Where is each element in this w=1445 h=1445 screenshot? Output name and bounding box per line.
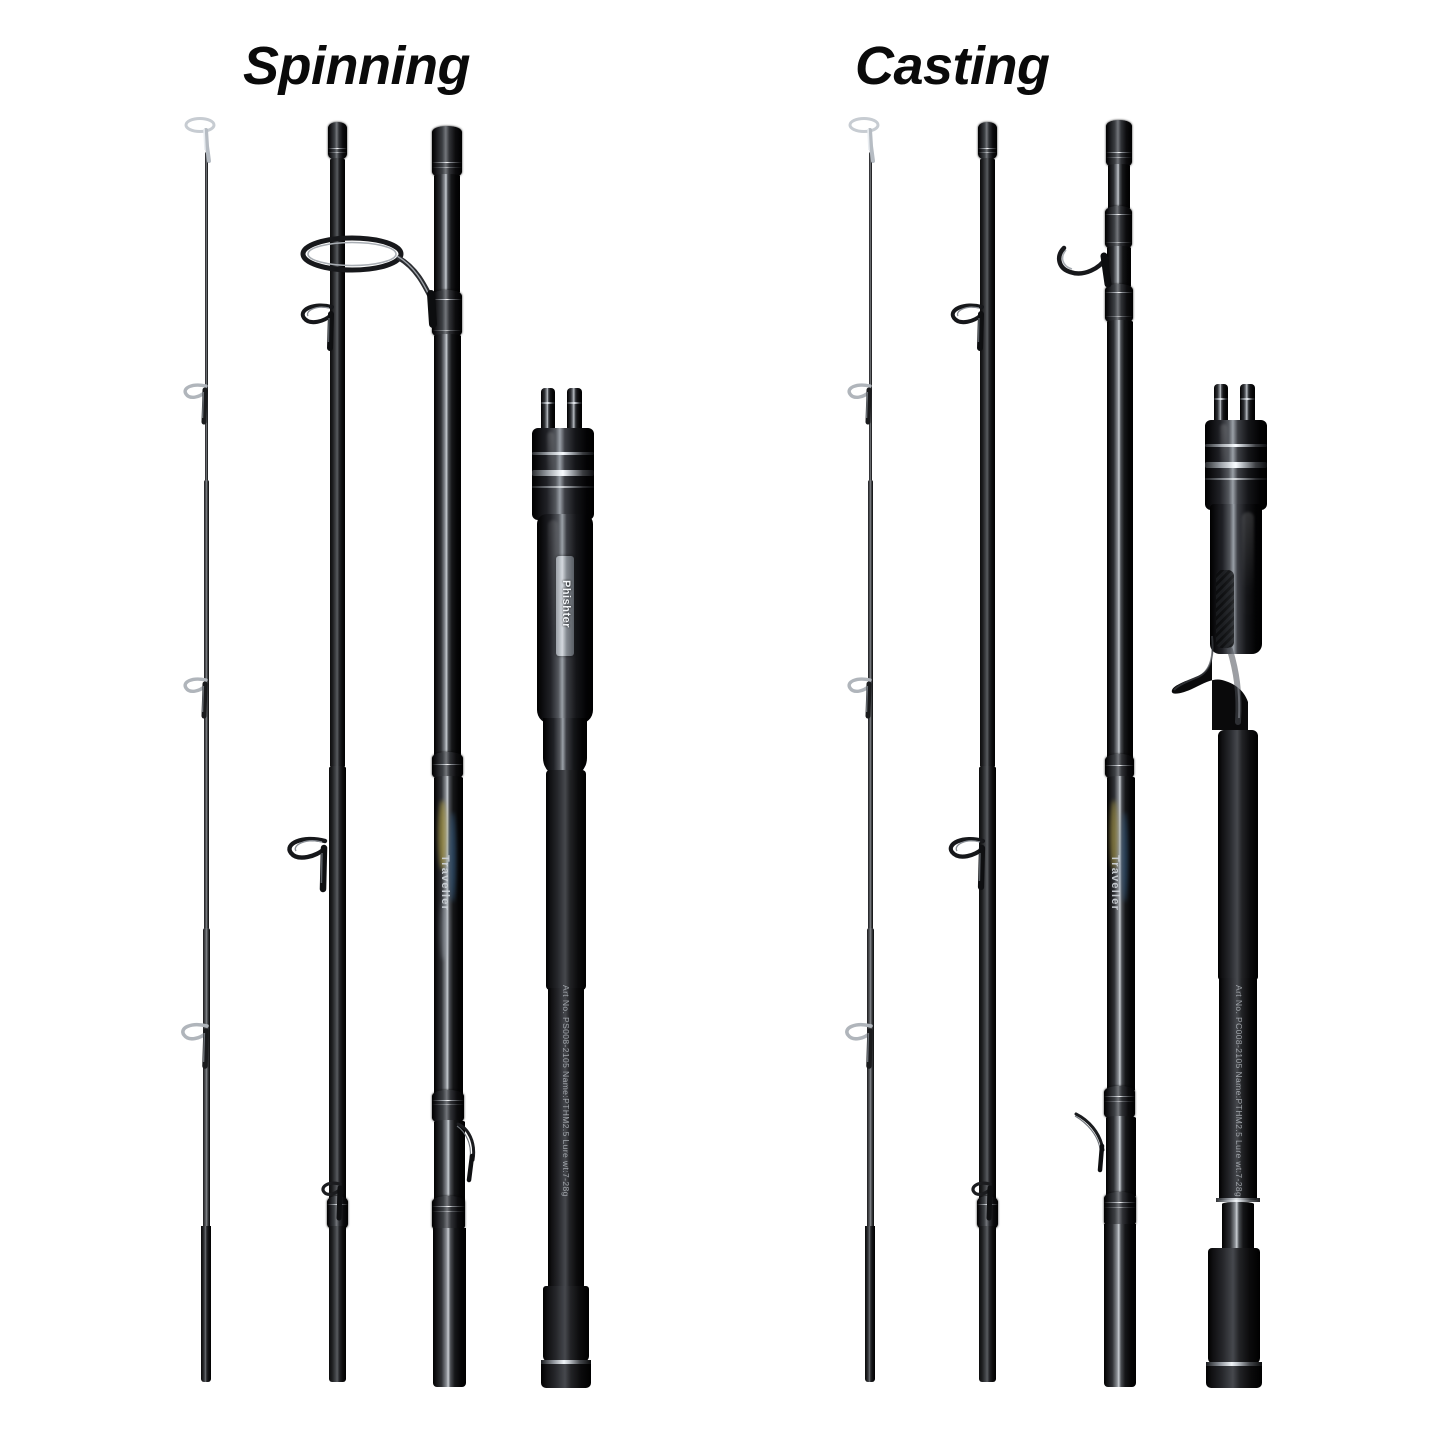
spec-print-text: Art No. PC008-2105 Name:PTHM2.5 Lure wt:… — [1234, 985, 1244, 1198]
decoration-graphic — [1121, 812, 1128, 902]
line-guide-icon — [840, 1018, 878, 1070]
line-guide-icon — [944, 833, 990, 891]
rod-blank — [434, 174, 460, 294]
chrome-band — [541, 402, 555, 404]
spec-print-text: Art No. PS008-2105 Name:PTHM2.5 Lure wt:… — [561, 985, 571, 1197]
ferrule-collar — [978, 122, 997, 160]
stripper-guide-icon — [296, 232, 456, 352]
ferrule-collar — [1104, 1086, 1135, 1120]
rod-blank — [1104, 1224, 1136, 1387]
butt-flare — [1208, 1248, 1260, 1364]
reel-seat-logo-plate — [556, 556, 574, 656]
decoration-graphic — [1110, 800, 1118, 870]
label-casting: Casting — [855, 36, 1050, 96]
reel-seat-taper — [543, 718, 587, 778]
line-guide-icon — [178, 672, 212, 720]
chrome-band — [532, 470, 594, 476]
ferrule-collar — [432, 290, 462, 338]
line-guide-icon — [968, 1178, 1008, 1224]
chrome-band — [1205, 462, 1267, 468]
eva-grip — [548, 988, 584, 1288]
rod-blank — [1108, 164, 1130, 210]
line-guide-icon — [452, 1118, 496, 1188]
gloss-highlight — [548, 520, 558, 710]
tip-top-guide-icon — [183, 116, 223, 168]
butt-trim-ring — [541, 1360, 591, 1365]
line-guide-icon — [176, 1018, 214, 1070]
label-spinning: Spinning — [243, 36, 470, 96]
butt-cap — [1206, 1366, 1262, 1388]
rod-blank — [867, 928, 874, 1228]
rod-blank — [869, 152, 872, 482]
line-guide-icon — [282, 833, 332, 893]
grip-trim-ring — [1216, 1198, 1260, 1202]
rod-blank — [329, 1226, 346, 1382]
tip-top-guide-icon — [847, 116, 887, 168]
chrome-band — [1240, 398, 1255, 400]
rod-blank — [201, 1226, 211, 1382]
ferrule-collar — [1105, 754, 1134, 780]
chrome-band — [567, 402, 582, 404]
gloss-highlight — [1242, 512, 1254, 642]
rod-blank — [979, 1226, 996, 1382]
line-guide-icon — [842, 672, 876, 720]
ferrule-collar — [328, 122, 347, 160]
rod-blank — [433, 1228, 466, 1387]
butt-flare — [543, 1286, 589, 1362]
decoration-graphic — [438, 800, 447, 870]
chrome-band — [1205, 444, 1267, 447]
ferrule-collar — [1104, 1192, 1136, 1228]
rod-blank — [1107, 320, 1133, 760]
rod-blank — [1106, 1116, 1136, 1198]
butt-cap — [541, 1364, 591, 1388]
rod-blank — [979, 766, 996, 1206]
ferrule-collar — [432, 1196, 465, 1232]
ferrule-collar — [1106, 120, 1132, 168]
chrome-band — [1205, 478, 1267, 480]
chrome-band — [1214, 398, 1228, 400]
decoration-graphic — [449, 812, 456, 902]
rod-blank — [865, 1226, 875, 1382]
ferrule-collar — [432, 126, 462, 178]
chrome-band — [532, 452, 594, 455]
reel-seat-brand-text: Phishter — [560, 580, 572, 629]
rod-blank — [434, 334, 461, 758]
rod-blank — [205, 152, 208, 482]
chrome-band — [532, 486, 594, 488]
line-guide-icon — [946, 300, 988, 352]
eva-grip — [546, 770, 586, 990]
ferrule-collar — [432, 752, 463, 780]
reel-seat-knurl — [1216, 570, 1234, 648]
gloss-highlight — [547, 432, 554, 512]
trigger-grip — [1168, 630, 1278, 745]
line-guide-icon — [178, 378, 212, 426]
eva-grip — [1219, 978, 1257, 1200]
stripper-guide-icon — [1054, 238, 1124, 308]
rod-blank — [1222, 1202, 1254, 1250]
rod-blank — [329, 766, 346, 1206]
decoration-graphic — [440, 900, 448, 960]
rod-blank — [434, 1120, 465, 1206]
eva-grip — [1218, 730, 1258, 980]
line-guide-icon — [318, 1178, 358, 1224]
blank-brand-text: Traveller — [1109, 855, 1121, 912]
rod-blank — [203, 928, 210, 1228]
line-guide-icon — [1070, 1106, 1118, 1178]
rod-blank — [330, 158, 345, 768]
blank-brand-text: Traveller — [439, 855, 451, 912]
ferrule-collar — [432, 1090, 464, 1124]
line-guide-icon — [842, 378, 876, 426]
rod-blank — [980, 158, 995, 768]
ferrule-collar — [1105, 284, 1133, 324]
ferrule-collar — [1105, 206, 1132, 250]
gloss-highlight — [1220, 424, 1227, 502]
line-guide-icon — [296, 300, 338, 352]
butt-trim-ring — [1206, 1362, 1262, 1367]
